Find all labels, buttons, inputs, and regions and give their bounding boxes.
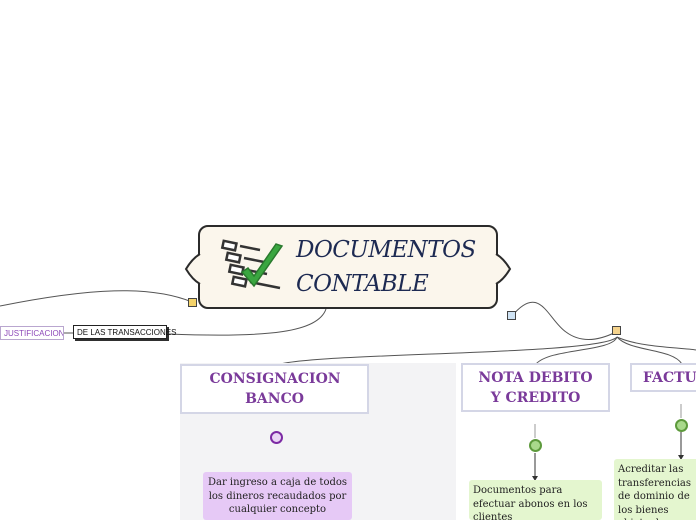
topic-consignacion-banco[interactable]: CONSIGNACION BANCO <box>180 364 369 414</box>
connector-left-lower <box>167 308 327 336</box>
topic-marker-green[interactable] <box>529 439 542 452</box>
description-note-factura[interactable]: Acreditar las transferencias de dominio … <box>614 459 696 520</box>
collapse-handle-hub[interactable] <box>612 326 621 335</box>
main-topic-title: DOCUMENTOS CONTABLE <box>296 233 486 301</box>
collapse-handle-right[interactable] <box>507 311 516 320</box>
topic-marker-purple[interactable] <box>270 431 283 444</box>
checklist-icon <box>220 239 284 290</box>
topic-title: NOTA DEBITO Y CREDITO <box>478 369 593 406</box>
arrow-2 <box>532 476 538 481</box>
topic-title: FACTURA <box>643 369 696 386</box>
connector-topic-2 <box>535 336 618 365</box>
connector-left-upper <box>0 290 193 307</box>
arrow-3 <box>678 455 684 460</box>
connector-right <box>511 301 617 340</box>
main-topic-node[interactable] <box>198 225 498 309</box>
main-title-line-2: CONTABLE <box>296 271 429 297</box>
description-note-consignacion[interactable]: Dar ingreso a caja de todos los dineros … <box>203 472 352 520</box>
main-node-right-notch <box>495 253 512 285</box>
connector-topic-1 <box>273 336 618 367</box>
tag-justificacion[interactable]: JUSTIFICACION <box>0 326 64 340</box>
description-note-nota-debito[interactable]: Documentos para efectuar abonos en los c… <box>469 480 602 520</box>
collapse-handle-left[interactable] <box>188 298 197 307</box>
connector-topic-4 <box>616 336 696 351</box>
tag-transacciones[interactable]: DE LAS TRANSACCIONES <box>73 325 176 339</box>
connector-topic-3 <box>616 336 683 365</box>
topic-marker-green[interactable] <box>675 419 688 432</box>
topic-title: CONSIGNACION BANCO <box>209 371 341 407</box>
topic-nota-debito-credito[interactable]: NOTA DEBITO Y CREDITO <box>461 363 610 412</box>
main-title-line-1: DOCUMENTOS <box>296 237 476 263</box>
main-node-left-notch <box>184 253 201 285</box>
topic-factura[interactable]: FACTURA <box>630 363 696 392</box>
